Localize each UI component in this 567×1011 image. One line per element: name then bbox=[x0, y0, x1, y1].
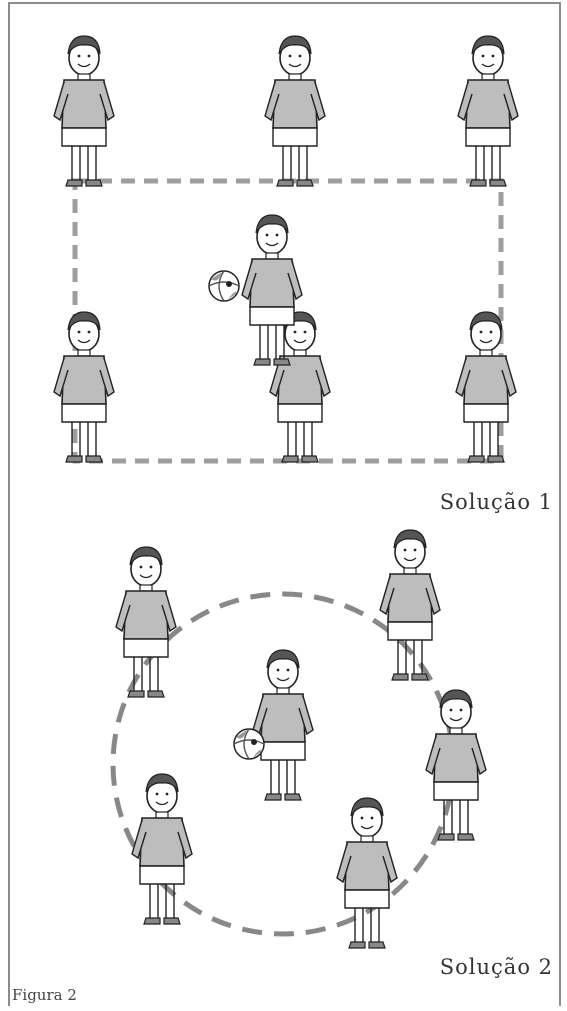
child-top-left bbox=[53, 35, 115, 187]
figure-caption: Figura 2 bbox=[12, 986, 77, 1004]
child-circle-top-left bbox=[115, 546, 177, 698]
figure-frame bbox=[8, 2, 561, 1006]
child-bottom-right bbox=[455, 311, 517, 463]
solution1-label: Solução 1 bbox=[439, 490, 553, 514]
solution2-label: Solução 2 bbox=[439, 955, 553, 979]
child-top-center bbox=[264, 35, 326, 187]
child-circle-top-right bbox=[379, 529, 441, 681]
child-circle-center bbox=[252, 649, 314, 801]
beach-ball-2 bbox=[233, 728, 265, 760]
beach-ball-1 bbox=[208, 270, 240, 302]
child-bottom-center bbox=[269, 311, 331, 463]
child-circle-bottom-left bbox=[131, 773, 193, 925]
solution1-children bbox=[53, 35, 519, 463]
child-circle-right bbox=[425, 689, 487, 841]
child-bottom-left bbox=[53, 311, 115, 463]
child-circle-bottom-right bbox=[336, 797, 398, 949]
child-top-right bbox=[457, 35, 519, 187]
